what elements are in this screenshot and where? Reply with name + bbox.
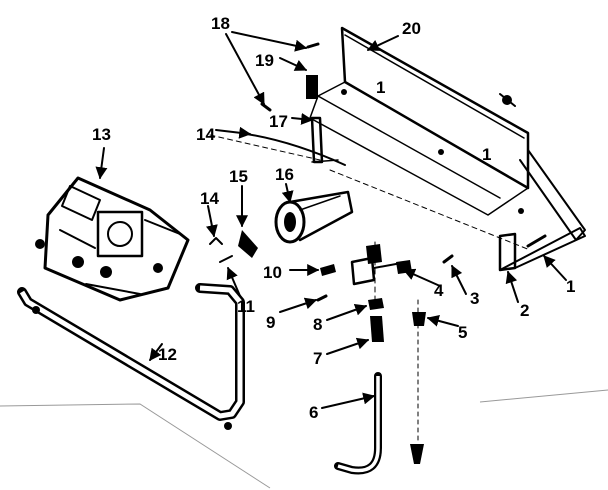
part-2-bracket [498,227,586,272]
part-valve-tee [350,244,397,286]
part-end-cap [410,444,424,464]
part-10-fitting [320,264,336,276]
part-12-tube [17,283,245,430]
scan-lines [0,389,608,489]
part-6-tube [334,372,382,475]
part-8-nut [368,298,384,310]
callout-14-spring: 14 [200,189,219,208]
callout-14-wire: 14 [196,125,215,144]
part-15-nozzle [238,230,258,258]
callout-2: 2 [520,301,529,320]
part-20-mounting-plate: 1 1 [309,26,586,241]
callout-8: 8 [313,315,322,334]
callout-18: 18 [211,14,230,33]
callout-6: 6 [309,403,318,422]
callout-12: 12 [158,345,177,364]
part-3-screw [442,254,454,264]
part-5-fitting [412,312,426,326]
leader-lines [95,31,567,409]
callout-1: 1 [566,277,575,296]
part-14-spring [209,237,233,263]
callout-labels: 18 19 20 17 14 13 15 16 14 10 11 9 8 7 6… [92,14,575,422]
callout-10: 10 [263,263,282,282]
callout-9: 9 [266,313,275,332]
callout-3: 3 [470,289,479,308]
callout-17: 17 [269,112,288,131]
assembly-lines [209,134,531,441]
part-1-screw [526,234,547,248]
part-13-valve-body [35,176,190,302]
callout-20: 20 [402,19,421,38]
part-19-clip [306,75,318,99]
callout-13: 13 [92,125,111,144]
callout-5: 5 [458,323,467,342]
callout-19: 19 [255,51,274,70]
callout-15: 15 [229,167,248,186]
part-7-fitting [370,316,384,342]
callout-16: 16 [275,165,294,184]
part-9-washer [316,294,328,302]
plate-mark-upper-right: 1 [482,145,491,164]
plate-mark-upper-left: 1 [376,78,385,97]
part-16-burner-assembly [274,190,354,244]
callout-4: 4 [434,281,444,300]
callout-11: 11 [237,297,255,316]
callout-7: 7 [313,349,322,368]
